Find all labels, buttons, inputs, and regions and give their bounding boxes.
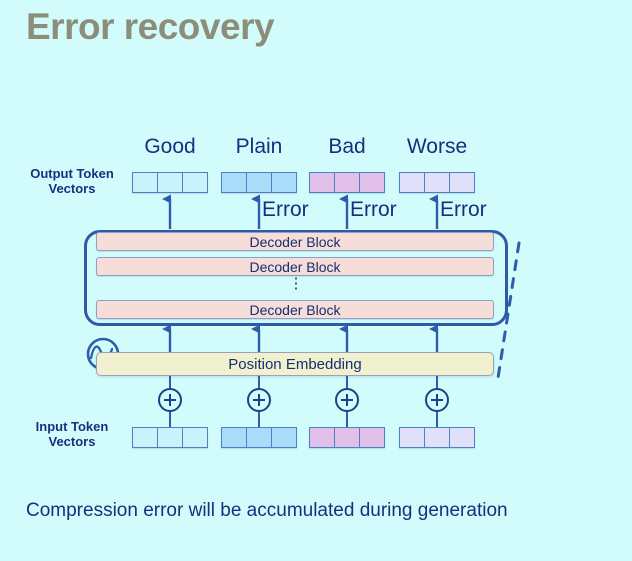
token-cell [360, 173, 384, 192]
output-token-vector-worse [399, 172, 475, 193]
output-token-vector-bad [309, 172, 385, 193]
token-cell [272, 173, 296, 192]
token-cell [247, 428, 272, 447]
decoder-stack-container [84, 230, 508, 326]
decoder-block-2: Decoder Block [96, 257, 494, 276]
token-cell [310, 428, 335, 447]
token-cell [247, 173, 272, 192]
output-token-vectors-label-line2: Vectors [48, 181, 96, 196]
input-token-vectors-label-line2: Vectors [48, 434, 96, 449]
output-token-vectors-label: Output Token Vectors [20, 166, 124, 196]
token-cell [158, 173, 183, 192]
input-token-vector-1 [132, 427, 208, 448]
token-cell [335, 428, 360, 447]
input-token-vectors-label: Input Token Vectors [20, 419, 124, 449]
input-token-vector-3 [309, 427, 385, 448]
add-node-2 [247, 388, 271, 412]
decoder-block-1: Decoder Block [96, 232, 494, 251]
token-cell [400, 428, 425, 447]
add-node-4 [425, 388, 449, 412]
token-cell [400, 173, 425, 192]
output-token-vector-plain [221, 172, 297, 193]
position-embedding-bar: Position Embedding [96, 352, 494, 376]
error-label-3: Error [440, 198, 487, 221]
token-cell [158, 428, 183, 447]
token-cell [133, 428, 158, 447]
output-word-label-bad: Bad [328, 135, 366, 158]
token-cell [360, 428, 384, 447]
output-word-label-plain: Plain [235, 135, 283, 158]
decoder-stack-ellipsis: ⋮ [288, 275, 304, 292]
token-cell [450, 428, 474, 447]
add-node-1 [158, 388, 182, 412]
output-token-vector-good [132, 172, 208, 193]
token-cell [222, 428, 247, 447]
page-title: Error recovery [26, 6, 275, 47]
token-cell [183, 428, 207, 447]
token-cell [310, 173, 335, 192]
output-word-label-good: Good [144, 135, 196, 158]
decoder-block-3: Decoder Block [96, 300, 494, 319]
token-cell [450, 173, 474, 192]
slide-caption: Compression error will be accumulated du… [26, 500, 508, 521]
error-label-2: Error [350, 198, 397, 221]
input-token-vector-2 [221, 427, 297, 448]
add-node-3 [335, 388, 359, 412]
token-cell [183, 173, 207, 192]
token-cell [335, 173, 360, 192]
token-cell [272, 428, 296, 447]
error-label-1: Error [262, 198, 309, 221]
token-cell [425, 428, 450, 447]
token-cell [222, 173, 247, 192]
output-token-vectors-label-line1: Output Token [30, 166, 114, 181]
input-token-vectors-label-line1: Input Token [35, 419, 109, 434]
token-cell [133, 173, 158, 192]
input-token-vector-4 [399, 427, 475, 448]
output-word-label-worse: Worse [406, 135, 468, 158]
token-cell [425, 173, 450, 192]
